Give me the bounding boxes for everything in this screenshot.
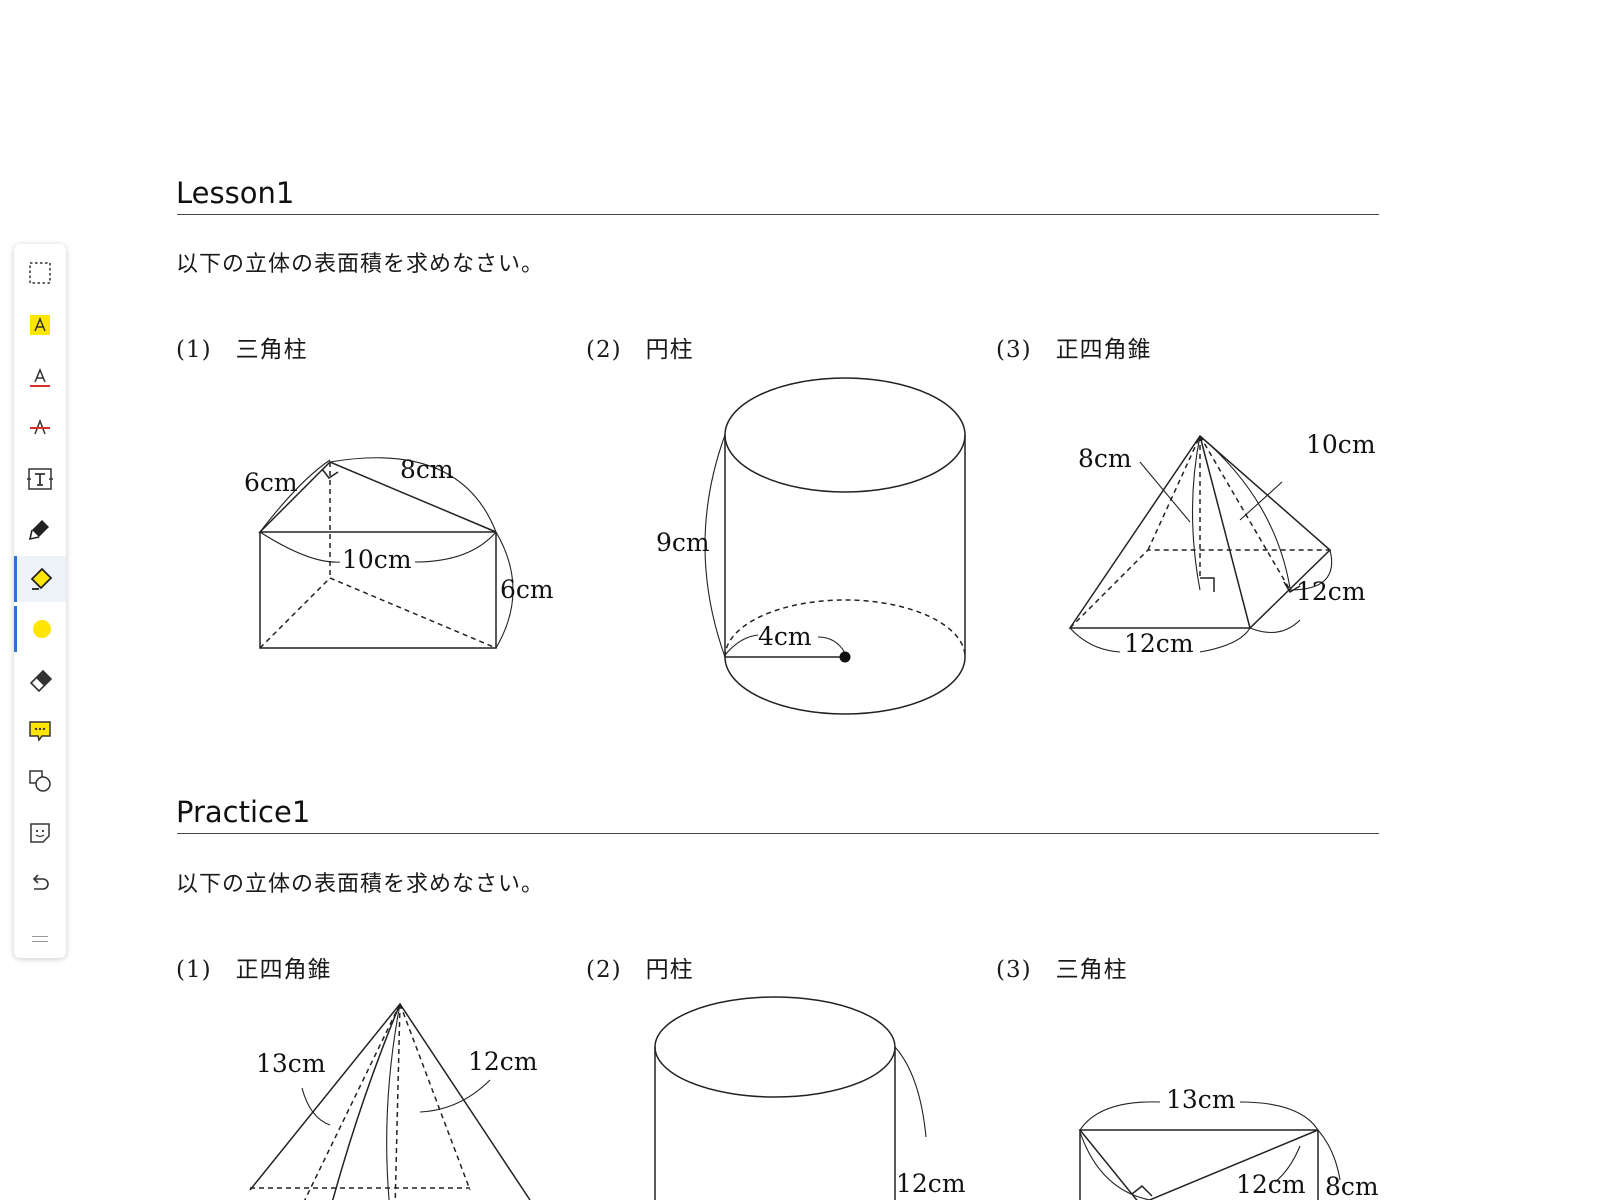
underline-text-tool-button[interactable] [14, 354, 66, 400]
pen-tool-button[interactable] [14, 506, 66, 552]
eraser-icon [29, 669, 53, 693]
dim-label: 8cm [1078, 444, 1132, 473]
lesson-instruction: 以下の立体の表面積を求めなさい。 [176, 252, 545, 277]
dim-label: 13cm [1166, 1085, 1236, 1114]
practice-cylinder-figure: 12cm [654, 996, 966, 1200]
dashed-rectangle-icon [29, 262, 51, 284]
annotation-toolbar [14, 244, 66, 958]
dim-label: 9cm [656, 528, 710, 557]
lesson-title: Lesson1 [176, 176, 295, 210]
dim-label: 4cm [758, 622, 812, 651]
shapes-tool-button[interactable] [14, 758, 66, 804]
underlined-a-icon [30, 368, 50, 387]
pen-icon [28, 520, 49, 541]
dim-label: 13cm [256, 1049, 326, 1078]
dim-label: 12cm [1236, 1170, 1306, 1199]
undo-icon [32, 874, 49, 890]
practice-title: Practice1 [176, 795, 311, 829]
dim-label: 8cm [400, 455, 454, 484]
dim-label: 10cm [342, 545, 412, 574]
comment-icon [29, 721, 51, 742]
lesson-problem-2-label: (2) 円柱 [586, 337, 694, 363]
practice-problem-1-label: (1) 正四角錐 [176, 957, 332, 983]
dim-label: 12cm [468, 1047, 538, 1076]
practice-square-pyramid-figure: 13cm 12cm [249, 1002, 538, 1200]
eraser-tool-button[interactable] [14, 658, 66, 704]
highlighter-tool-button[interactable] [14, 556, 66, 602]
sticker-icon [30, 823, 50, 843]
lesson-cylinder-figure: 9cm 4cm [656, 377, 966, 715]
comment-tool-button[interactable] [14, 708, 66, 754]
highlighted-a-icon [30, 315, 50, 335]
center-point [839, 651, 851, 663]
practice-problem-2-label: (2) 円柱 [586, 957, 694, 983]
highlighter-icon [30, 567, 52, 590]
strikethrough-a-icon [30, 418, 50, 435]
sticker-tool-button[interactable] [14, 810, 66, 856]
dim-label: 8cm [1325, 1172, 1379, 1200]
dim-label: 12cm [1296, 577, 1366, 606]
practice-instruction: 以下の立体の表面積を求めなさい。 [176, 872, 545, 897]
text-box-icon [27, 468, 53, 490]
lesson-problem-3-label: (3) 正四角錐 [996, 337, 1152, 363]
practice-title-divider [177, 833, 1379, 834]
practice-triangular-prism-figure: 13cm 12cm 8cm [1078, 1085, 1379, 1200]
shapes-icon [29, 770, 51, 792]
undo-button[interactable] [14, 860, 66, 906]
lesson-square-pyramid-figure: 8cm 10cm 12cm 12cm [1068, 430, 1376, 658]
dim-label: 12cm [1124, 629, 1194, 658]
lesson-triangular-prism-figure: 6cm 8cm 10cm 6cm [244, 455, 554, 649]
dim-label: 10cm [1306, 430, 1376, 459]
color-picker-button[interactable] [14, 606, 66, 652]
dim-label: 6cm [500, 575, 554, 604]
toolbar-drag-handle[interactable] [32, 936, 48, 944]
lesson-title-divider [177, 214, 1379, 215]
text-box-tool-button[interactable] [14, 456, 66, 502]
practice-problem-3-label: (3) 三角柱 [996, 957, 1128, 983]
dim-label: 12cm [896, 1169, 966, 1198]
dim-label: 6cm [244, 468, 298, 497]
highlight-text-tool-button[interactable] [14, 302, 66, 348]
strikethrough-text-tool-button[interactable] [14, 404, 66, 450]
yellow-dot-icon [32, 620, 51, 638]
lesson-problem-1-label: (1) 三角柱 [176, 337, 308, 363]
select-tool-button[interactable] [14, 250, 66, 296]
